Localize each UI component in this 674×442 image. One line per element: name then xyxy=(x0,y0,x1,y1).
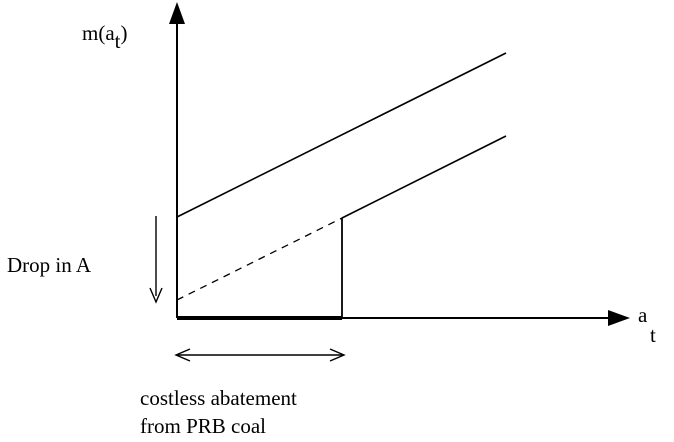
y-axis-label-close: ) xyxy=(121,21,128,45)
lower-cost-solid-line xyxy=(341,135,507,219)
caption-line-2: from PRB coal xyxy=(140,414,266,438)
y-axis-label: m(at) xyxy=(82,21,128,53)
range-arrow-left-head xyxy=(174,348,191,362)
caption-line-1: costless abatement xyxy=(140,386,297,410)
x-axis-label-main: a xyxy=(638,303,648,327)
drop-arrow-head xyxy=(149,287,163,304)
y-axis-label-sub: t xyxy=(115,29,121,53)
x-axis-label: at xyxy=(638,303,656,347)
y-axis-arrowhead xyxy=(169,2,185,24)
x-axis-label-sub: t xyxy=(650,323,656,347)
y-axis-label-main: m(a xyxy=(82,21,115,45)
upper-cost-line xyxy=(176,52,507,218)
range-arrow-right-head xyxy=(329,348,346,362)
lower-cost-dashed-line xyxy=(176,217,343,301)
x-axis-arrowhead xyxy=(608,310,630,326)
drop-label: Drop in A xyxy=(7,253,92,277)
